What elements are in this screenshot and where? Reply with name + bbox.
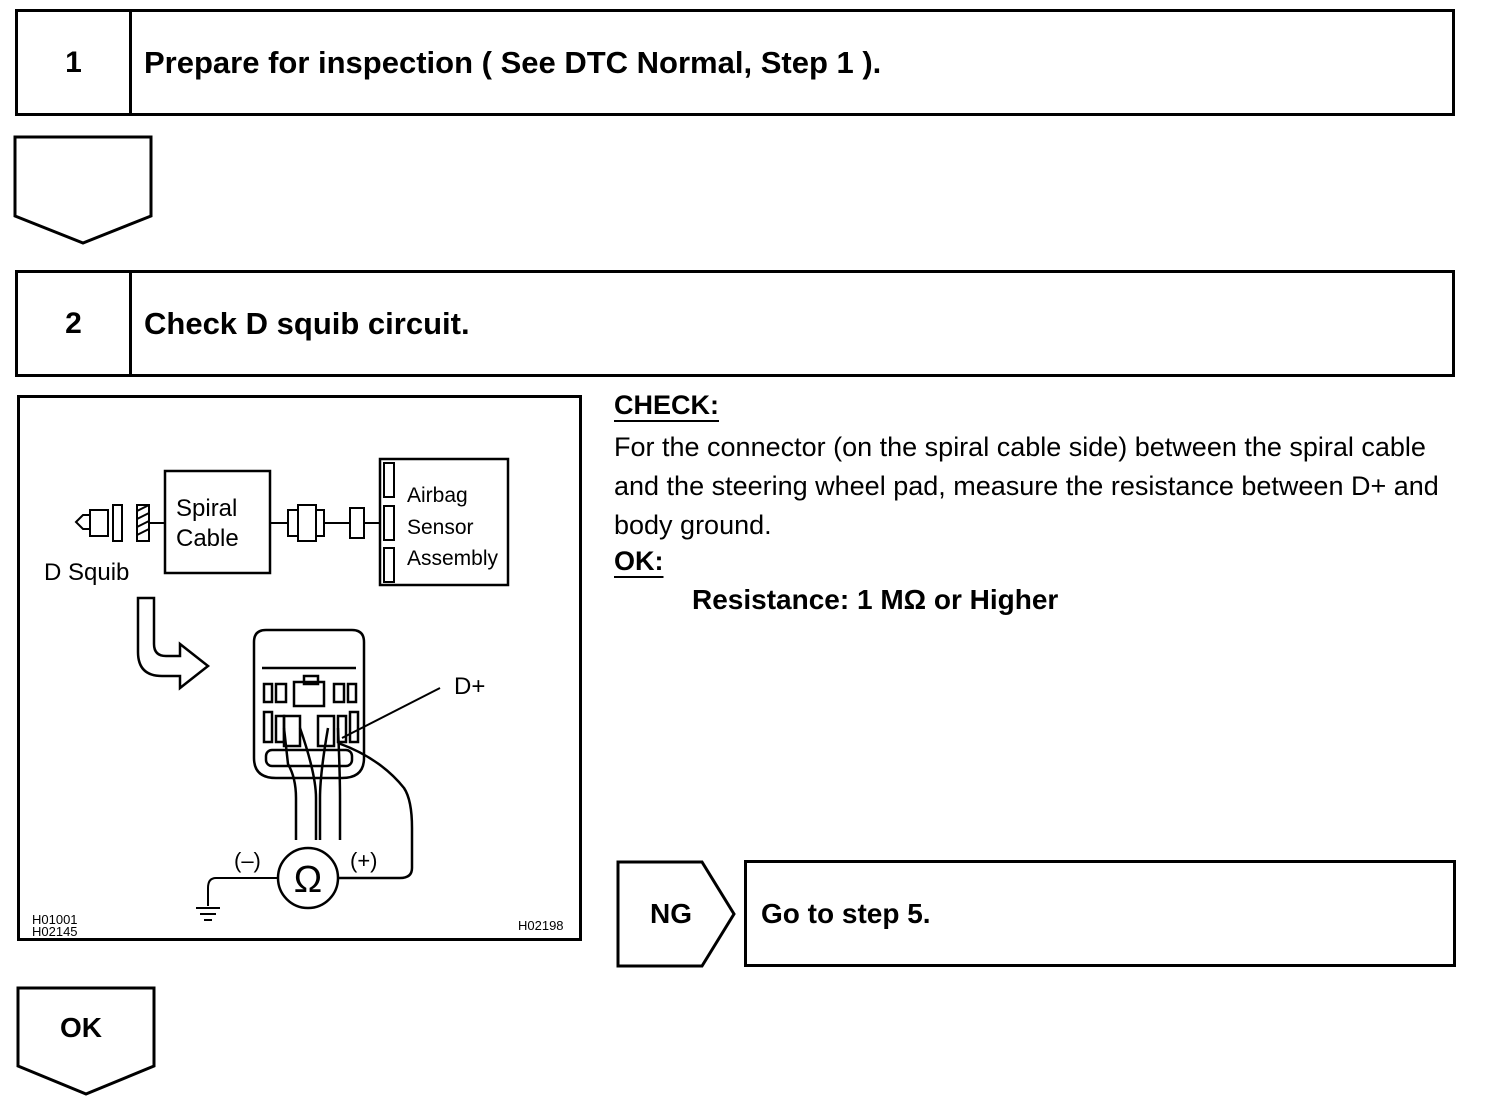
airbag-label-1: Airbag <box>407 484 468 507</box>
step-2-number: 2 <box>18 273 132 374</box>
ohm-symbol: Ω <box>294 859 322 901</box>
figure-code-left-1: H01001 <box>32 912 78 927</box>
tester-probes-icon <box>282 727 414 880</box>
d-plus-label: D+ <box>454 673 485 700</box>
minus-label: (–) <box>234 848 261 873</box>
step-1-number: 1 <box>18 12 132 113</box>
circuit-figure: Spiral Cable Airbag Sensor Assembly D Sq… <box>17 395 582 941</box>
d-squib-connector-icon <box>74 504 165 542</box>
step-2-box: 2 Check D squib circuit. <box>15 270 1455 377</box>
hooked-arrow-icon <box>136 596 211 691</box>
ng-arrow-icon <box>616 860 736 968</box>
ok-spec: Resistance: 1 MΩ or Higher <box>692 584 1059 615</box>
circuit-diagram: Spiral Cable Airbag Sensor Assembly D Sq… <box>32 457 564 938</box>
ok-heading: OK: <box>614 546 664 576</box>
airbag-sensor-box <box>378 457 510 587</box>
check-body: For the connector (on the spiral cable s… <box>614 432 1439 540</box>
step-2-title: Check D squib circuit. <box>144 305 470 341</box>
connector-face-icon <box>252 628 366 780</box>
ok-arrow-label: OK <box>60 1012 102 1043</box>
spiral-label-1: Spiral <box>176 495 237 522</box>
spiral-label-2: Cable <box>176 525 239 552</box>
ground-icon <box>196 877 278 921</box>
figure-code-right: H02198 <box>518 918 564 933</box>
harness-connector-icon <box>270 504 380 542</box>
step-1-title: Prepare for inspection ( See DTC Normal,… <box>144 44 882 80</box>
ng-action-box: Go to step 5. <box>744 860 1456 967</box>
spiral-cable-box <box>163 469 272 575</box>
continue-arrow-icon <box>13 135 153 245</box>
step-1-box: 1 Prepare for inspection ( See DTC Norma… <box>15 9 1455 116</box>
airbag-label-2: Sensor <box>407 516 474 539</box>
ng-label: NG <box>650 898 692 929</box>
figure-code-left-2: H02145 <box>32 924 78 938</box>
check-heading: CHECK: <box>614 390 719 420</box>
d-squib-label: D Squib <box>44 559 129 586</box>
ok-arrow-icon <box>16 986 156 1096</box>
airbag-label-3: Assembly <box>407 547 499 570</box>
plus-label: (+) <box>350 848 378 873</box>
